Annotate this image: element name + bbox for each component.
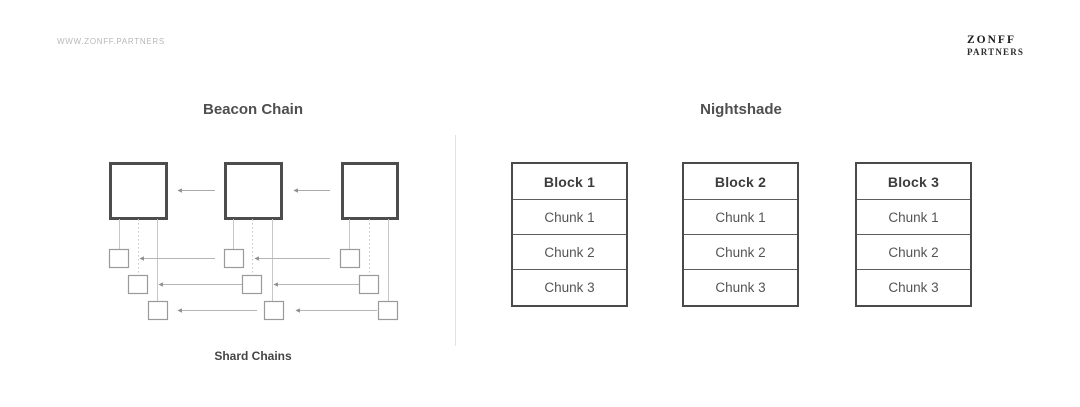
chunk-cell: Chunk 1 — [684, 200, 797, 235]
shard-block-r1c2 — [223, 248, 245, 269]
block-title: Block 3 — [857, 164, 970, 200]
beacon-shard-diagram — [108, 162, 399, 321]
shard-block-r2c2 — [241, 274, 263, 295]
beacon-chain-title: Beacon Chain — [202, 101, 304, 118]
shard-block-r3c2 — [263, 300, 285, 321]
chunk-cell: Chunk 2 — [857, 235, 970, 270]
shard-block-r2c1 — [127, 274, 149, 295]
shard-block-r3c1 — [147, 300, 169, 321]
nightshade-title: Nightshade — [700, 101, 782, 118]
shard-block-r3c3 — [377, 300, 399, 321]
vertical-divider — [455, 135, 456, 346]
block-table-2: Block 2 Chunk 1 Chunk 2 Chunk 3 — [682, 162, 799, 307]
chunk-cell: Chunk 1 — [857, 200, 970, 235]
zonff-partners-logo: ZONFF PARTNERS — [967, 34, 1024, 58]
block-table-1: Block 1 Chunk 1 Chunk 2 Chunk 3 — [511, 162, 628, 307]
beacon-block-1 — [109, 162, 168, 220]
shard-connectors — [119, 219, 389, 301]
block-table-3: Block 3 Chunk 1 Chunk 2 Chunk 3 — [855, 162, 972, 307]
chunk-cell: Chunk 3 — [888, 280, 939, 295]
shard-block-r2c3 — [358, 274, 380, 295]
shard-block-r1c1 — [108, 248, 130, 269]
block-title: Block 1 — [513, 164, 626, 200]
chunk-cell: Chunk 3 — [715, 280, 766, 295]
beacon-blocks — [109, 162, 399, 220]
shard-chains-caption: Shard Chains — [214, 349, 292, 363]
shard-arrows — [139, 256, 377, 313]
shard-block-r1c3 — [339, 248, 361, 269]
logo-line-zonff: ZONFF — [967, 34, 1016, 46]
chunk-cell: Chunk 1 — [513, 200, 626, 235]
chunk-cell: Chunk 2 — [684, 235, 797, 270]
watermark-url: WWW.ZONFF.PARTNERS — [57, 37, 165, 46]
logo-line-partners: PARTNERS — [967, 47, 1025, 58]
shard-blocks — [108, 248, 399, 321]
block-title: Block 2 — [684, 164, 797, 200]
beacon-block-2 — [224, 162, 283, 220]
beacon-block-3 — [341, 162, 399, 220]
chunk-cell: Chunk 2 — [513, 235, 626, 270]
chunk-cell: Chunk 3 — [544, 280, 595, 295]
